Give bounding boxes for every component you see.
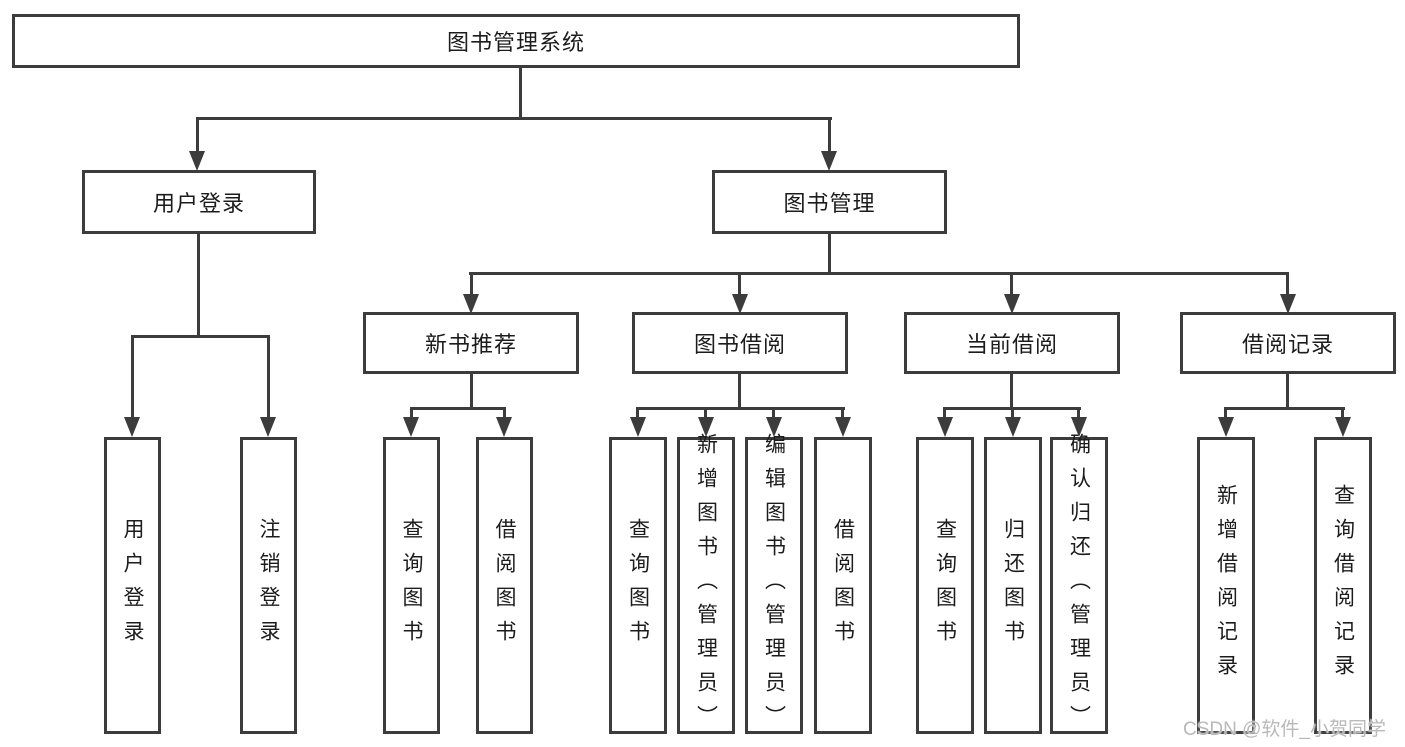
- arrow-down-icon: [698, 417, 714, 437]
- node-user-login-label: 用户登录: [152, 191, 245, 216]
- connector-line: [196, 117, 832, 120]
- connector-line: [943, 407, 946, 421]
- node-query-books-borrow-label: 查询图书: [626, 517, 650, 654]
- arrow-down-icon: [937, 417, 953, 437]
- node-user-login-leaf: 用户登录: [104, 437, 161, 734]
- connector-line: [704, 407, 707, 421]
- connector-line: [267, 335, 270, 419]
- connector-line: [469, 272, 1289, 275]
- arrow-down-icon: [403, 417, 419, 437]
- connector-line: [503, 407, 506, 421]
- node-book-management: 图书管理: [712, 170, 947, 234]
- node-borrow-books-recommend-label: 借阅图书: [493, 517, 516, 654]
- connector-line: [1341, 407, 1344, 421]
- node-user-login-leaf-label: 用户登录: [121, 517, 144, 654]
- node-return-book-label: 归还图书: [1001, 517, 1025, 654]
- connector-line: [1077, 407, 1080, 421]
- arrow-down-icon: [189, 151, 205, 171]
- node-add-borrow-record-label: 新增借阅记录: [1214, 483, 1238, 688]
- arrow-down-icon: [732, 294, 748, 314]
- node-root-label: 图书管理系统: [446, 30, 585, 55]
- connector-line: [410, 407, 506, 410]
- node-book-management-label: 图书管理: [783, 191, 876, 216]
- node-add-book-admin: 新增图书（管理员）: [677, 433, 735, 739]
- node-confirm-return-admin: 确认归还（管理员）: [1050, 433, 1108, 739]
- connector-line: [131, 335, 134, 419]
- arrow-down-icon: [1218, 417, 1234, 437]
- node-new-book-recommend: 新书推荐: [363, 312, 579, 374]
- node-query-books-borrow: 查询图书: [609, 437, 667, 734]
- connector-line: [636, 407, 845, 410]
- node-root: 图书管理系统: [12, 14, 1020, 68]
- node-query-books-recommend-label: 查询图书: [400, 517, 423, 654]
- connector-line: [470, 372, 473, 409]
- connector-line: [1010, 272, 1013, 296]
- connector-line: [519, 66, 522, 119]
- arrow-down-icon: [1280, 294, 1296, 314]
- node-logout: 注销登录: [240, 437, 297, 734]
- node-current-borrow-label: 当前借阅: [965, 332, 1058, 357]
- arrow-down-icon: [496, 417, 512, 437]
- arrow-down-icon: [124, 417, 140, 437]
- connector-line: [470, 272, 473, 296]
- node-query-books-current-label: 查询图书: [933, 517, 957, 654]
- node-borrow-books-borrow: 借阅图书: [814, 437, 872, 734]
- node-add-book-admin-label: 新增图书（管理员）: [694, 432, 718, 739]
- node-logout-label: 注销登录: [257, 517, 280, 654]
- arrow-down-icon: [630, 417, 646, 437]
- connector-line: [1224, 407, 1345, 410]
- connector-line: [636, 407, 639, 421]
- node-query-borrow-record-label: 查询借阅记录: [1331, 483, 1355, 688]
- connector-line: [828, 232, 831, 274]
- node-query-books-current: 查询图书: [916, 437, 974, 734]
- arrow-down-icon: [1004, 294, 1020, 314]
- node-book-borrow: 图书借阅: [632, 312, 848, 374]
- node-confirm-return-admin-label: 确认归还（管理员）: [1067, 432, 1091, 739]
- connector-line: [772, 407, 775, 421]
- connector-line: [738, 372, 741, 409]
- node-edit-book-admin-label: 编辑图书（管理员）: [762, 432, 786, 739]
- node-borrow-books-borrow-label: 借阅图书: [831, 517, 855, 654]
- node-borrow-records: 借阅记录: [1180, 312, 1396, 374]
- connector-line: [1286, 372, 1289, 409]
- connector-line: [738, 272, 741, 296]
- arrow-down-icon: [1335, 417, 1351, 437]
- connector-line: [410, 407, 413, 421]
- node-new-book-recommend-label: 新书推荐: [424, 332, 517, 357]
- connector-line: [197, 232, 200, 336]
- connector-line: [131, 335, 270, 338]
- arrow-down-icon: [1005, 417, 1021, 437]
- arrow-down-icon: [1071, 417, 1087, 437]
- connector-line: [1011, 407, 1014, 421]
- arrow-down-icon: [766, 417, 782, 437]
- connector-line: [1224, 407, 1227, 421]
- node-query-books-recommend: 查询图书: [383, 437, 440, 734]
- connector-line: [841, 407, 844, 421]
- node-book-borrow-label: 图书借阅: [693, 332, 786, 357]
- arrow-down-icon: [463, 294, 479, 314]
- node-return-book: 归还图书: [984, 437, 1042, 734]
- arrow-down-icon: [821, 151, 837, 171]
- connector-line: [1286, 272, 1289, 296]
- node-user-login: 用户登录: [82, 170, 316, 234]
- node-query-borrow-record: 查询借阅记录: [1314, 437, 1372, 734]
- csdn-watermark: CSDN @软件_小贺同学: [1183, 719, 1386, 740]
- connector-line: [828, 117, 831, 153]
- node-add-borrow-record: 新增借阅记录: [1197, 437, 1255, 734]
- node-borrow-books-recommend: 借阅图书: [476, 437, 533, 734]
- connector-line: [1010, 372, 1013, 409]
- arrow-down-icon: [260, 417, 276, 437]
- arrow-down-icon: [835, 417, 851, 437]
- connector-line: [196, 117, 199, 153]
- node-borrow-records-label: 借阅记录: [1241, 332, 1334, 357]
- node-edit-book-admin: 编辑图书（管理员）: [745, 433, 803, 739]
- node-current-borrow: 当前借阅: [904, 312, 1120, 374]
